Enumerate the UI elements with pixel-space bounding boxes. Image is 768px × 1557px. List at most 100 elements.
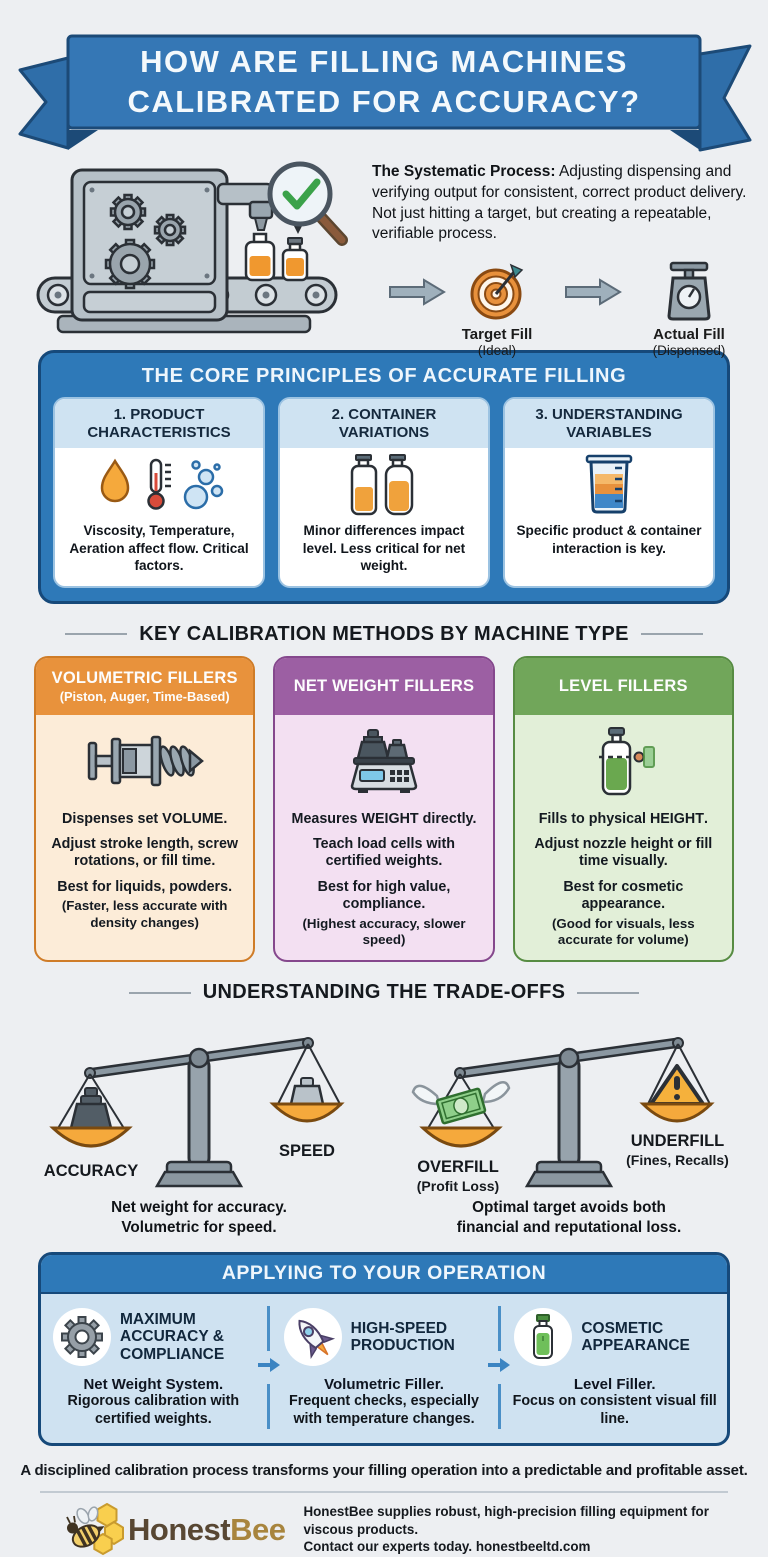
- brand-logo: HonestBee: [66, 1502, 286, 1557]
- filling-machine-illustration: [20, 156, 358, 346]
- auger-piston-icon: [36, 715, 253, 799]
- applying-item-title: COSMETIC APPEARANCE: [581, 1319, 690, 1354]
- speed-label: SPEED: [279, 1142, 335, 1161]
- applying-item-text: Frequent checks, especially with tempera…: [289, 1392, 479, 1427]
- method-line4: (Good for visuals, less accurate for vol…: [552, 915, 695, 947]
- right-scale-caption: Optimal target avoids both financial and…: [456, 1199, 682, 1237]
- method-line1: Measures WEIGHT directly.: [291, 810, 477, 827]
- applying-item-lead: Net Weight System.: [83, 1375, 224, 1393]
- page-title: HOW ARE FILLING MACHINES CALIBRATED FOR …: [68, 36, 700, 128]
- page-title-line1: HOW ARE FILLING MACHINES: [140, 43, 628, 79]
- filling-machine-icon: [36, 161, 348, 334]
- applying-item-lead: Volumetric Filler.: [324, 1375, 444, 1393]
- target-fill-label: Target Fill (Ideal): [449, 326, 545, 359]
- method-cards: VOLUMETRIC FILLERS (Piston, Auger, Time-…: [34, 655, 734, 963]
- applying-item-text: Focus on consistent visual fill line.: [512, 1392, 717, 1427]
- systematic-process-body: Adjusting dispensing and verifying outpu…: [372, 163, 747, 243]
- systematic-process-lead: The Systematic Process:: [372, 163, 556, 180]
- method-line3: Best for high value, compliance.: [317, 878, 451, 913]
- divider-line: [128, 991, 191, 994]
- tradeoffs-section-header: UNDERSTANDING THE TRADE-OFFS: [0, 981, 768, 1004]
- website-link[interactable]: honestbeeltd.com: [475, 1539, 591, 1555]
- target-icon: [449, 261, 545, 323]
- core-principles-panel: THE CORE PRINCIPLES OF ACCURATE FILLING …: [38, 350, 730, 604]
- method-line4: (Highest accuracy, slower speed): [302, 915, 466, 947]
- droplet-icon: [100, 458, 130, 503]
- warning-triangle-icon: [649, 1064, 705, 1107]
- bee-logo-icon: [66, 1502, 124, 1555]
- applying-item-speed: HIGH-SPEED PRODUCTION Volumetric Filler.…: [282, 1306, 487, 1429]
- left-scale-caption: Net weight for accuracy. Volumetric for …: [111, 1199, 287, 1237]
- closing-tagline: A disciplined calibration process transf…: [20, 1461, 748, 1479]
- target-fill-sub: (Ideal): [477, 343, 517, 359]
- applying-item-cosmetic: COSMETIC APPEARANCE Level Filler. Focus …: [512, 1306, 717, 1429]
- method-line2: Adjust nozzle height or fill time visual…: [534, 835, 713, 870]
- tradeoffs-figures: ACCURACY SPEED Net weight for accuracy. …: [0, 1014, 768, 1238]
- method-line4: (Faster, less accurate with density chan…: [61, 898, 228, 930]
- method-body: Measures WEIGHT directly. Teach load cel…: [275, 799, 492, 961]
- title-banner: HOW ARE FILLING MACHINES CALIBRATED FOR …: [0, 10, 768, 160]
- method-line1: Fills to physical HEIGHT.: [538, 810, 708, 827]
- footer: HonestBee HonestBee supplies robust, hig…: [0, 1493, 768, 1557]
- divider-line: [640, 633, 703, 636]
- method-line3: Best for cosmetic appearance.: [563, 878, 684, 913]
- method-header: LEVEL FILLERS: [558, 676, 688, 695]
- tradeoffs-title: UNDERSTANDING THE TRADE-OFFS: [202, 981, 566, 1004]
- rocket-icon: [283, 1307, 342, 1366]
- actual-fill-label: Actual Fill (Dispensed): [641, 326, 737, 359]
- block-arrow-icon: [385, 276, 449, 308]
- calibration-flow: Target Fill (Ideal) Actual Fill (Dispens…: [372, 261, 750, 359]
- gears-icon: [104, 193, 187, 290]
- method-card-volumetric: VOLUMETRIC FILLERS (Piston, Auger, Time-…: [34, 655, 256, 963]
- balance-scale-icon: [411, 1037, 715, 1188]
- method-body: Fills to physical HEIGHT. Adjust nozzle …: [515, 799, 732, 961]
- principle-card-title: 2. CONTAINER VARIATIONS: [280, 399, 488, 449]
- methods-section-header: KEY CALIBRATION METHODS BY MACHINE TYPE: [0, 623, 768, 646]
- accuracy-speed-scale: ACCURACY SPEED: [23, 1014, 375, 1196]
- arrow-right-icon: [257, 1351, 281, 1384]
- divider-line: [577, 991, 640, 994]
- winged-money-icon: [411, 1081, 511, 1125]
- level-sensor-bottle-icon: [515, 715, 732, 799]
- ribbon-banner-icon: [18, 34, 752, 152]
- gear-icon: [53, 1307, 111, 1366]
- arrow-right-icon: [487, 1351, 511, 1384]
- method-line2: Adjust stroke length, screw rotations, o…: [51, 835, 239, 870]
- accuracy-label: ACCURACY: [43, 1162, 139, 1181]
- actual-fill-sub: (Dispensed): [652, 343, 726, 359]
- block-arrow-icon: [545, 276, 641, 308]
- column-divider: [256, 1305, 282, 1429]
- overfill-underfill-scale: OVERFILL (Profit Loss) UNDERFILL (Fines,…: [393, 1014, 745, 1196]
- page-title-line2: CALIBRATED FOR ACCURACY?: [127, 84, 641, 119]
- applying-panel: APPLYING TO YOUR OPERATION MAXIMUM ACCUR…: [38, 1251, 730, 1446]
- footer-line1: HonestBee supplies robust, high-precisio…: [303, 1504, 709, 1537]
- magnifier-check-icon: [267, 161, 348, 246]
- beaker-icon: [585, 455, 633, 514]
- divider-line: [65, 633, 128, 636]
- principle-card-product: 1. PRODUCT CHARACTERISTICS: [53, 397, 265, 588]
- systematic-process-block: The Systematic Process: Adjusting dispen…: [358, 156, 750, 358]
- applying-item-text: Rigorous calibration with certified weig…: [67, 1392, 240, 1427]
- method-header: NET WEIGHT FILLERS: [293, 676, 475, 695]
- droplet-thermometer-bubbles-icon: [100, 458, 224, 511]
- weighing-scale-icon: [641, 261, 737, 323]
- method-card-level: LEVEL FILLERS Fills to physical HEIGHT. …: [512, 655, 734, 963]
- applying-item-accuracy: MAXIMUM ACCURACY & COMPLIANCE Net Weight…: [51, 1306, 256, 1429]
- brand-name: HonestBee: [128, 1511, 286, 1547]
- method-line2: Teach load cells with certified weights.: [313, 835, 455, 870]
- method-line3: Best for liquids, powders.: [57, 878, 233, 895]
- method-header: VOLUMETRIC FILLERS: [51, 668, 238, 687]
- method-card-net-weight: NET WEIGHT FILLERS Measures WEIGHT direc…: [273, 655, 495, 963]
- two-bottles-icon: [350, 454, 414, 516]
- overfill-label: OVERFILL (Profit Loss): [416, 1158, 500, 1194]
- principle-card-variables: 3. UNDERSTANDING VARIABLES Specific prod…: [503, 397, 715, 588]
- principle-card-title: 3. UNDERSTANDING VARIABLES: [505, 399, 713, 449]
- principle-card-text: Minor differences impact level. Less cri…: [302, 523, 466, 574]
- core-principles-title: THE CORE PRINCIPLES OF ACCURATE FILLING: [141, 365, 627, 387]
- principle-card-text: Viscosity, Temperature, Aeration affect …: [69, 523, 249, 574]
- applying-item-title: MAXIMUM ACCURACY & COMPLIANCE: [120, 1310, 225, 1363]
- green-bottle-icon: [514, 1307, 573, 1366]
- principle-card-text: Specific product & container interaction…: [516, 523, 702, 556]
- intro-section: The Systematic Process: Adjusting dispen…: [0, 156, 768, 358]
- column-divider: [486, 1305, 512, 1429]
